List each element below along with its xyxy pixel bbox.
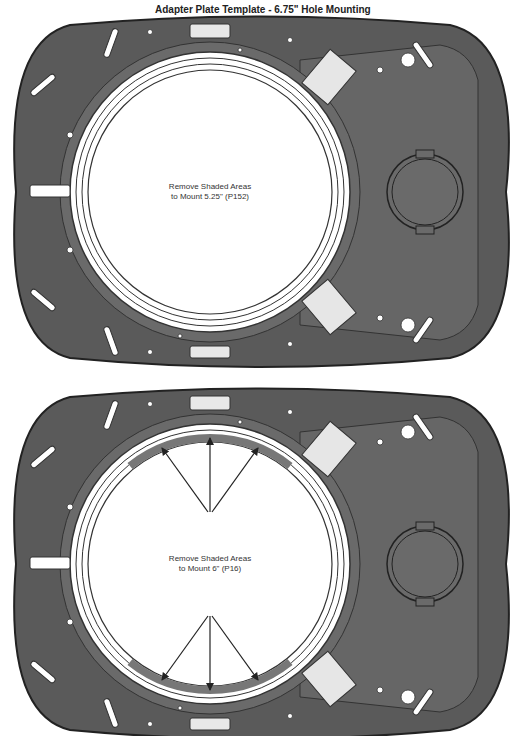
instruction-note: Remove Shaded Areas to Mount 5.25" (P152… [166, 181, 254, 203]
instruction-note: Remove Shaded Areas to Mount 6" (P16) [166, 553, 254, 575]
page-title: Adapter Plate Template - 6.75" Hole Moun… [155, 4, 371, 15]
